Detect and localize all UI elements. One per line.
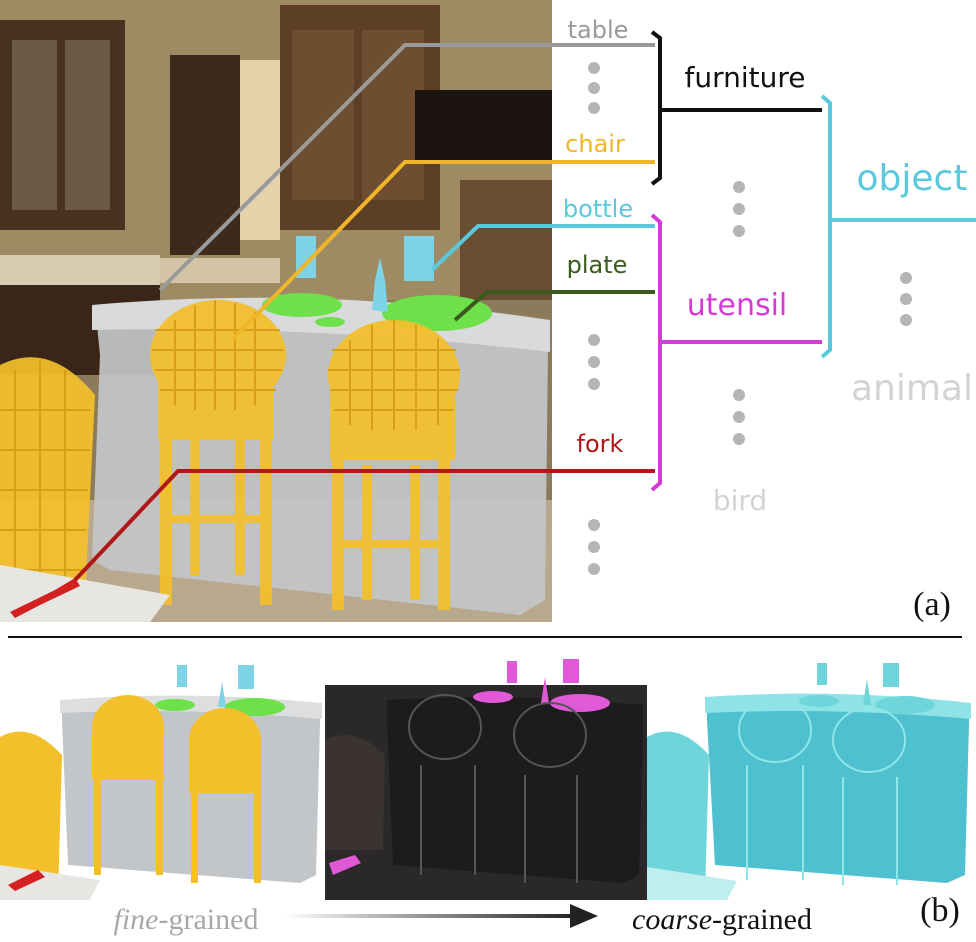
panel-a-label: (a) (913, 586, 951, 623)
label-furniture: furniture (685, 61, 806, 94)
label-utensil: utensil (687, 288, 788, 323)
fine-labels: table chair bottle plate fork (563, 16, 633, 458)
label-bird: bird (713, 484, 767, 517)
ellipsis-dots (588, 62, 912, 575)
label-fork: fork (577, 430, 624, 458)
label-bottle: bottle (563, 195, 633, 223)
furniture-bracket (650, 30, 822, 186)
hierarchy-lines (73, 30, 976, 582)
label-chair: chair (565, 130, 625, 158)
bottle-connector (430, 224, 655, 272)
panel-b-label: (b) (920, 892, 960, 929)
utensil-bracket (650, 213, 822, 492)
kitchen-photo (0, 0, 552, 622)
coarse-grained-label: coarse-grained (632, 903, 812, 936)
label-animal: animal (851, 368, 973, 409)
scene-fine (0, 665, 325, 900)
object-bracket (820, 94, 976, 359)
scene-mid (325, 659, 647, 900)
mid-labels: furniture utensil bird (685, 61, 806, 517)
table-connector (158, 43, 655, 292)
chair-connector (230, 160, 655, 342)
plate-connector (453, 290, 655, 322)
label-object: object (857, 158, 968, 199)
fork-connector (73, 469, 655, 582)
label-table: table (568, 16, 629, 44)
scene-coarse (647, 663, 976, 900)
top-labels: object animal (851, 158, 973, 409)
fine-grained-label: fine-grained (114, 903, 259, 936)
label-plate: plate (567, 251, 628, 279)
fine-to-coarse-arrow (284, 904, 598, 928)
